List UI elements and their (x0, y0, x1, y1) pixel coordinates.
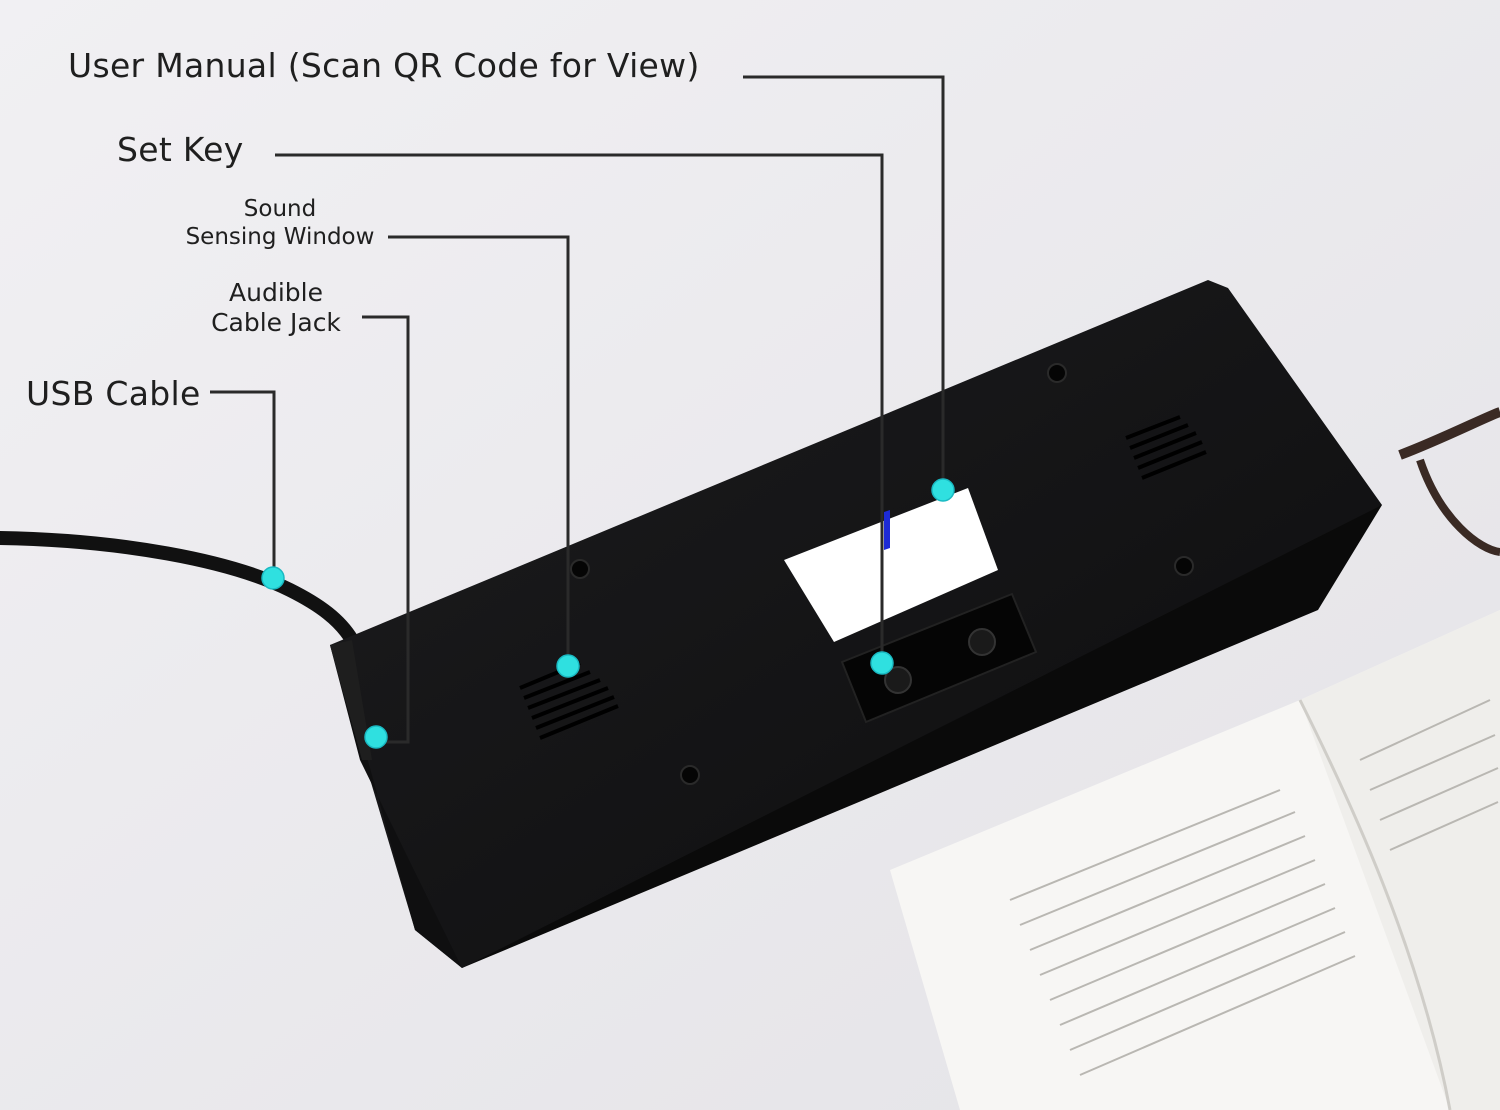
callout-sound-line2: Sensing Window (185, 223, 375, 250)
glasses (1398, 407, 1500, 556)
callout-sound-line1: Sound (243, 196, 317, 222)
dot-user-manual (931, 478, 955, 502)
callout-audible-cable-jack: Audible Cable Jack (206, 278, 346, 338)
usb-cable-wire (0, 531, 359, 647)
manual-qr-sticker (784, 488, 998, 642)
callout-user-manual: User Manual (Scan QR Code for View) (68, 46, 700, 85)
dot-audible-jack (364, 725, 388, 749)
screw-holes (570, 363, 1194, 785)
leader-set-key (275, 153, 884, 663)
leader-audible-jack (362, 315, 410, 744)
callout-usb-cable: USB Cable (26, 374, 201, 413)
aux-button (968, 628, 996, 656)
speaker-grille-right (1125, 415, 1207, 480)
callout-set-key: Set Key (117, 130, 244, 169)
dot-set-key (870, 651, 894, 675)
callout-dots (261, 478, 955, 749)
callout-audible-line2: Cable Jack (211, 308, 341, 337)
sticker-blue-mark (884, 510, 890, 550)
dot-usb-cable (261, 566, 285, 590)
open-book (890, 610, 1500, 1110)
callout-audible-line1: Audible (229, 278, 323, 307)
leader-usb-cable (210, 390, 276, 578)
dot-sound-window (556, 654, 580, 678)
leader-lines (210, 75, 945, 744)
leader-user-manual (743, 75, 945, 490)
leader-sound-window (388, 235, 570, 666)
callout-sound-sensing-window: Sound Sensing Window (182, 196, 378, 251)
set-key-button (884, 666, 912, 694)
